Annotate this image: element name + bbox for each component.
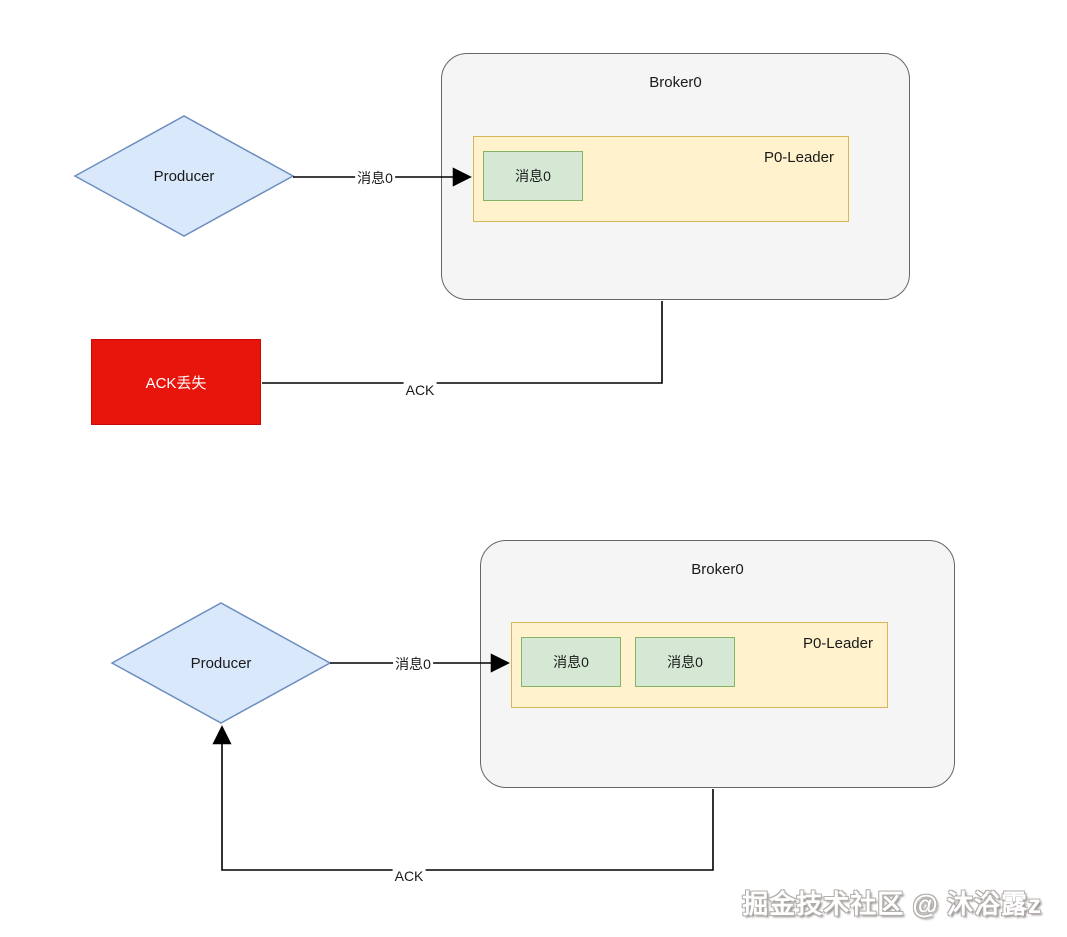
edge-label-message-top: 消息0	[355, 168, 395, 188]
edge-ack-top	[262, 301, 663, 384]
edge-label-message-bottom: 消息0	[393, 654, 433, 674]
message-box-top: 消息0	[483, 151, 583, 201]
broker-title-top: Broker0	[649, 74, 702, 91]
edge-label-ack-bottom: ACK	[392, 868, 426, 884]
watermark-text: 掘金技术社区 @ 沐浴露z	[742, 889, 1042, 919]
partition-label-top: P0-Leader	[763, 149, 834, 166]
partition-label-bottom: P0-Leader	[802, 635, 873, 652]
ack-lost-box: ACK丢失	[91, 339, 261, 425]
producer-label-bottom: Producer	[190, 654, 252, 672]
message-box-bottom-1: 消息0	[521, 637, 621, 687]
edge-label-ack-top: ACK	[403, 382, 437, 398]
producer-label-top: Producer	[153, 167, 215, 185]
broker-title-bottom: Broker0	[691, 561, 744, 578]
message-box-bottom-2: 消息0	[635, 637, 735, 687]
